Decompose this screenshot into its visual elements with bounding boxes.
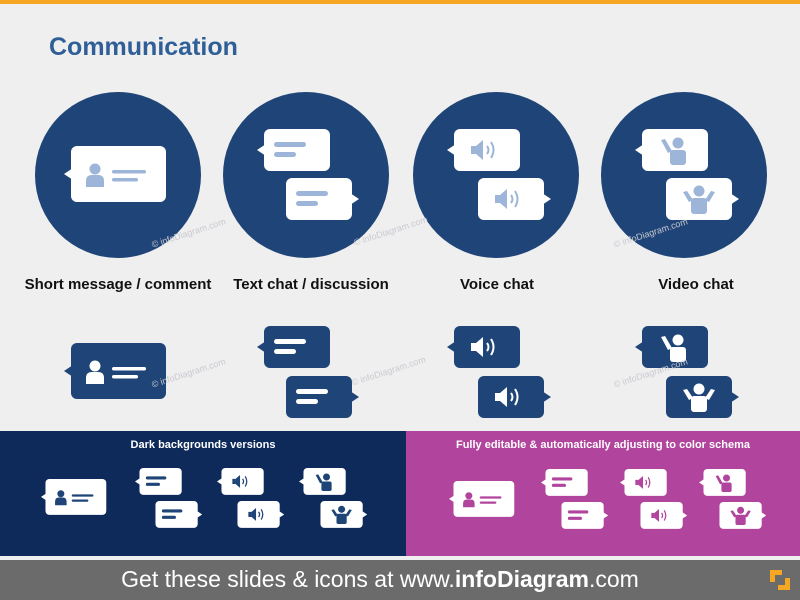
circle-video-chat <box>601 92 767 258</box>
speaker-bubble-left-magenta-icon[interactable] <box>620 469 671 502</box>
footer-prefix: Get these slides & icons at www. <box>121 566 455 592</box>
chat-bubble-left-icon[interactable] <box>257 129 337 178</box>
chat-bubble-right-magenta-icon[interactable] <box>557 502 609 535</box>
video-person-waving-icon[interactable] <box>635 129 715 178</box>
footer-bar: Get these slides & icons at www.infoDiag… <box>0 560 800 600</box>
video-person-arms-dark-icon[interactable] <box>659 376 739 425</box>
chat-bubble-left-small-icon[interactable] <box>135 468 186 501</box>
chat-bubble-left-magenta-icon[interactable] <box>541 469 592 502</box>
caption-short-message: Short message / comment <box>24 276 212 293</box>
video-person-waving-dark-icon[interactable] <box>635 326 715 375</box>
footer-brand[interactable]: infoDiagram <box>454 566 589 592</box>
speaker-bubble-right-magenta-icon[interactable] <box>636 502 688 535</box>
chat-bubble-left-dark-icon[interactable] <box>257 326 337 375</box>
video-person-arms-icon[interactable] <box>659 178 739 227</box>
caption-voice-chat: Voice chat <box>460 276 534 293</box>
chat-bubble-right-small-icon[interactable] <box>151 501 203 534</box>
dark-panel-title: Dark backgrounds versions <box>130 439 276 451</box>
message-bubble-magenta-icon[interactable] <box>449 481 519 523</box>
caption-text-chat: Text chat / discussion <box>233 276 389 293</box>
speaker-bubble-right-icon[interactable] <box>471 178 551 227</box>
speaker-bubble-left-icon[interactable] <box>447 129 527 178</box>
speaker-bubble-left-small-icon[interactable] <box>217 468 268 501</box>
speaker-bubble-right-small-icon[interactable] <box>233 501 285 534</box>
circle-voice-chat <box>413 92 579 258</box>
message-bubble-small-icon[interactable] <box>41 479 111 521</box>
top-accent-bar <box>0 0 800 4</box>
video-person-waving-small-icon[interactable] <box>299 468 350 501</box>
speaker-bubble-left-dark-icon[interactable] <box>447 326 527 375</box>
chat-bubble-right-icon[interactable] <box>279 178 359 227</box>
circle-text-chat <box>223 92 389 258</box>
video-person-arms-small-icon[interactable] <box>316 501 368 534</box>
message-bubble-dark-icon[interactable] <box>64 343 174 406</box>
color-panel-title: Fully editable & automatically adjusting… <box>455 439 750 451</box>
video-person-waving-magenta-icon[interactable] <box>699 469 750 502</box>
watermark-5: © infoDiagram.com <box>350 354 427 388</box>
page-title: Communication <box>49 33 238 61</box>
caption-video-chat: Video chat <box>658 276 734 293</box>
brand-logo-icon <box>770 570 790 590</box>
footer-suffix: .com <box>589 566 639 592</box>
footer-text: Get these slides & icons at www.infoDiag… <box>0 566 760 593</box>
message-bubble-icon[interactable] <box>64 146 174 209</box>
video-person-arms-magenta-icon[interactable] <box>715 502 767 535</box>
speaker-bubble-right-dark-icon[interactable] <box>471 376 551 425</box>
chat-bubble-right-dark-icon[interactable] <box>279 376 359 425</box>
